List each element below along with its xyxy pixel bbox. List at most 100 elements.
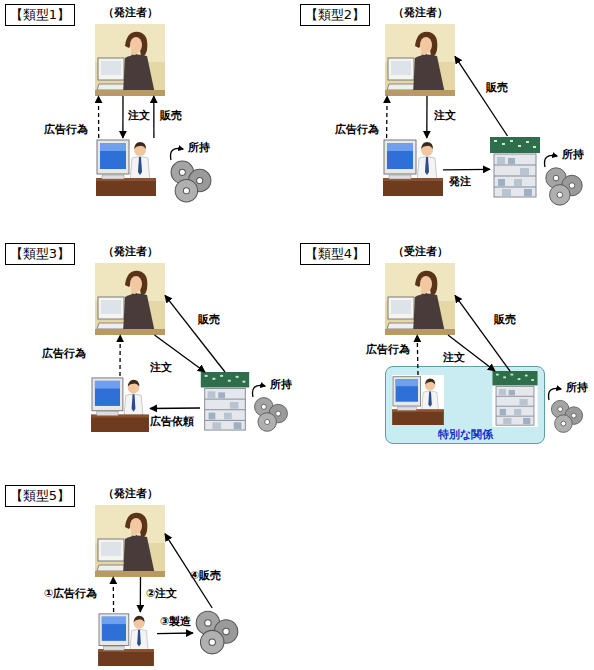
party-label: 所持 <box>566 380 588 395</box>
type-label: 【類型2】 <box>305 6 365 24</box>
party-label: （発注者） <box>95 5 165 20</box>
party-label: 所持 <box>188 140 210 155</box>
party-figure: （発注者） <box>95 263 165 335</box>
illustration <box>200 372 250 432</box>
illustration-image <box>91 376 149 432</box>
relation-label: 特別な関係 <box>386 427 544 442</box>
illustration <box>392 375 444 425</box>
illustration-image <box>98 612 154 666</box>
goods-figure <box>193 608 241 656</box>
illustration-image <box>546 168 582 205</box>
arrow-label: 販売 <box>198 312 220 327</box>
illustration-image <box>95 505 165 577</box>
arrow-label: 販売 <box>486 80 508 95</box>
flow-arrow <box>443 169 490 171</box>
actor-figure <box>90 376 150 432</box>
arrow-label: 広告行為 <box>42 346 86 361</box>
illustration-image <box>383 138 443 196</box>
flow-arrow <box>157 632 193 634</box>
arrow-label: ②注文 <box>146 586 177 601</box>
actor-figure <box>200 372 250 432</box>
party-label: 所持 <box>562 147 584 162</box>
flow-arrow <box>140 577 141 612</box>
illustration <box>95 505 165 577</box>
party-label: （発注者） <box>95 244 165 259</box>
illustration-image <box>385 263 455 335</box>
flow-arrow <box>153 96 154 138</box>
actor-figure <box>95 138 157 196</box>
goods-figure: 所持 <box>546 398 588 434</box>
arrow-label: ③製造 <box>160 614 191 629</box>
illustration <box>95 612 157 666</box>
arrow-label: 広告行為 <box>44 122 88 137</box>
illustration <box>95 138 157 196</box>
advertising-arrow <box>386 96 388 138</box>
arrow-label: ①広告行為 <box>44 586 97 601</box>
arrow-label: 販売 <box>160 108 182 123</box>
actor-figure <box>383 138 443 196</box>
possession-curve <box>549 388 562 400</box>
flow-arrow <box>122 96 123 138</box>
arrow-label: 注文 <box>150 360 172 375</box>
actor-figure <box>490 371 540 427</box>
illustration-image <box>171 161 211 202</box>
illustration-image <box>255 398 288 432</box>
flow-arrow <box>455 56 508 136</box>
illustration-image <box>385 24 455 96</box>
party-label: 所持 <box>270 377 292 392</box>
illustration-image <box>196 611 238 654</box>
advertising-arrow <box>98 96 99 138</box>
advertising-arrow <box>417 335 419 375</box>
arrow-label: ④販売 <box>190 568 221 583</box>
advertising-arrow <box>119 335 120 376</box>
goods-figure: 所持 <box>542 165 586 207</box>
type-label-box: 【類型2】 <box>300 4 370 26</box>
party-label: （受注者） <box>385 244 455 259</box>
illustration <box>490 136 540 200</box>
illustration <box>90 376 150 432</box>
party-figure: （発注者） <box>95 24 165 96</box>
illustration-image <box>95 263 165 335</box>
flow-arrow <box>165 295 225 372</box>
flow-arrow <box>150 407 200 409</box>
goods-figure: 所持 <box>168 158 214 204</box>
illustration-image <box>95 24 165 96</box>
type-label: 【類型3】 <box>10 245 70 263</box>
arrow-label: 注文 <box>434 108 456 123</box>
illustration-image <box>551 400 582 432</box>
type-label: 【類型4】 <box>305 245 365 263</box>
party-label: （発注者） <box>95 486 165 501</box>
arrow-label: 発注 <box>449 174 471 189</box>
party-label: （発注者） <box>385 5 455 20</box>
illustration <box>95 24 165 96</box>
type-label: 【類型5】 <box>10 487 70 505</box>
illustration <box>542 165 586 207</box>
flow-arrow <box>426 96 428 138</box>
type-label-box: 【類型3】 <box>5 243 75 265</box>
illustration <box>168 158 214 204</box>
party-figure: （発注者） <box>95 505 165 577</box>
illustration <box>490 371 540 427</box>
possession-curve <box>253 385 266 397</box>
illustration-image <box>96 138 156 196</box>
possession-curve <box>545 155 558 167</box>
illustration-image <box>392 375 444 425</box>
possession-curve <box>171 148 184 160</box>
arrow-label: 注文 <box>443 350 465 365</box>
illustration <box>385 263 455 335</box>
type-label-box: 【類型4】 <box>300 243 370 265</box>
advertising-arrow <box>113 577 115 612</box>
arrow-label: 広告行為 <box>335 122 379 137</box>
type-label-box: 【類型1】 <box>5 4 75 26</box>
type-label-box: 【類型5】 <box>5 485 75 507</box>
party-figure: （受注者） <box>385 263 455 335</box>
type-label: 【類型1】 <box>10 6 70 24</box>
illustration <box>546 398 588 434</box>
illustration <box>385 24 455 96</box>
illustration-image <box>201 372 249 432</box>
actor-figure <box>392 375 444 425</box>
illustration <box>95 263 165 335</box>
party-figure: （発注者） <box>385 24 455 96</box>
